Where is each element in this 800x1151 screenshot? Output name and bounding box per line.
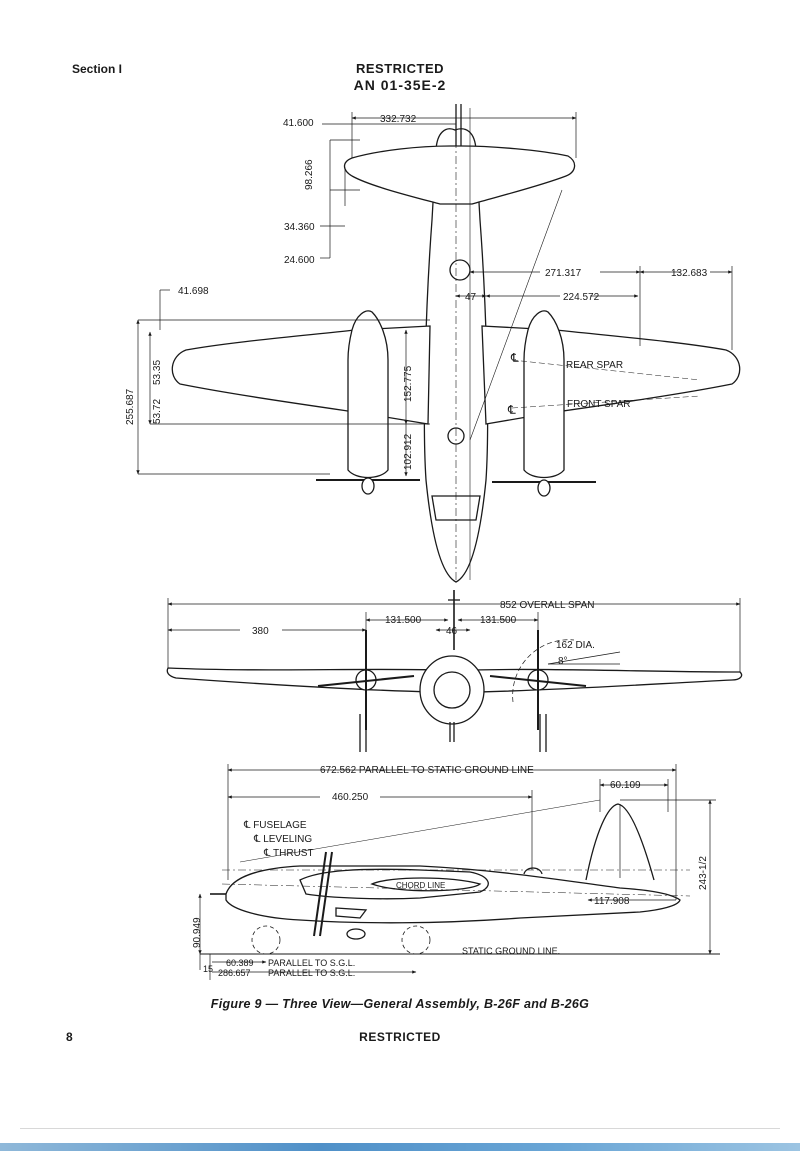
dim-132-683: 132.683	[671, 268, 708, 279]
dim-460-250: 460.250	[332, 792, 369, 803]
dim-243-half: 243-1/2	[698, 856, 709, 890]
top-view-labels: 332.732 41.600 98.266 34.360 24.600 41.6…	[125, 114, 708, 470]
dim-34-360: 34.360	[284, 222, 315, 233]
dim-60-389: 60.389	[226, 958, 254, 968]
top-tailplane	[343, 145, 576, 205]
chord-line-label: CHORD LINE	[396, 881, 445, 890]
cl-symbol-rear: ℄	[510, 351, 519, 365]
dim-380: 380	[252, 626, 269, 637]
scan-artifact-line	[20, 1128, 780, 1129]
dim-53-72: 53.72	[152, 399, 163, 424]
figure-caption: Figure 9 — Three View—General Assembly, …	[210, 997, 590, 1011]
dim-15: 15	[203, 964, 213, 974]
dim-672-562: 672.562 PARALLEL TO STATIC GROUND LINE	[320, 765, 534, 776]
top-view-dimensions	[136, 112, 733, 477]
chord-line-ellipse	[370, 877, 482, 892]
top-nacelle-left	[347, 310, 389, 479]
parallel-sgl-label-1: PARALLEL TO S.G.L.	[268, 958, 355, 968]
dim-131-500-right: 131.500	[480, 615, 517, 626]
dim-102-912: 102.912	[403, 433, 414, 470]
dim-60-109: 60.109	[610, 780, 641, 791]
cl-thrust-label: ℄ THRUST	[263, 848, 314, 859]
top-view	[171, 104, 741, 583]
front-view	[166, 590, 743, 752]
rear-spar-label: REAR SPAR	[566, 360, 623, 371]
section-label: Section I	[72, 62, 123, 76]
dim-152-775: 152.775	[403, 365, 414, 402]
prop-diameter-label: 162 DIA.	[556, 640, 595, 651]
dim-41-600: 41.600	[283, 118, 314, 129]
dim-24-600: 24.600	[284, 255, 315, 266]
side-view	[200, 799, 720, 955]
restricted-footer: RESTRICTED	[359, 1030, 441, 1044]
page-header: RESTRICTED AN 01-35E-2	[0, 60, 800, 94]
dim-117-908: 117.908	[594, 896, 630, 907]
front-fuselage	[419, 655, 485, 725]
front-spar-label: FRONT SPAR	[567, 399, 631, 410]
top-nacelle-right	[523, 310, 565, 479]
dim-286-657: 286.657	[218, 968, 251, 978]
cl-leveling-label: ℄ LEVELING	[253, 834, 312, 845]
dim-tail-span: 332.732	[380, 114, 417, 125]
side-nacelle	[299, 868, 489, 900]
restricted-header: RESTRICTED	[355, 61, 445, 76]
page-number: 8	[66, 1030, 73, 1044]
top-wing-left	[171, 325, 431, 425]
dim-90-949: 90.949	[192, 917, 203, 948]
dim-255-687: 255.687	[125, 388, 136, 425]
overall-span-label: 852 OVERALL SPAN	[500, 600, 595, 611]
cl-symbol-front: ℄	[507, 403, 516, 417]
dihedral-label: 8°	[558, 656, 568, 667]
dim-41-698: 41.698	[178, 286, 209, 297]
cl-fuselage-label: ℄ FUSELAGE	[243, 820, 307, 831]
static-ground-line-label: STATIC GROUND LINE.	[462, 946, 560, 956]
parallel-sgl-label-2: PARALLEL TO S.G.L.	[268, 968, 355, 978]
front-view-labels: 852 OVERALL SPAN 380 131.500 46 131.500 …	[252, 600, 595, 667]
dim-98-266: 98.266	[304, 159, 315, 190]
dim-46: 46	[446, 626, 458, 637]
dim-131-500-left: 131.500	[385, 615, 422, 626]
scan-edge-strip	[0, 1143, 800, 1151]
dim-224-572: 224.572	[563, 292, 600, 303]
dim-47: 47	[465, 292, 477, 303]
side-view-dimensions	[198, 764, 716, 980]
document-number: AN 01-35E-2	[353, 77, 447, 93]
dim-271-317: 271.317	[545, 268, 582, 279]
side-view-labels: 672.562 PARALLEL TO STATIC GROUND LINE 4…	[192, 765, 709, 978]
dim-53-35: 53.35	[152, 360, 163, 385]
front-view-dimensions	[167, 598, 741, 672]
